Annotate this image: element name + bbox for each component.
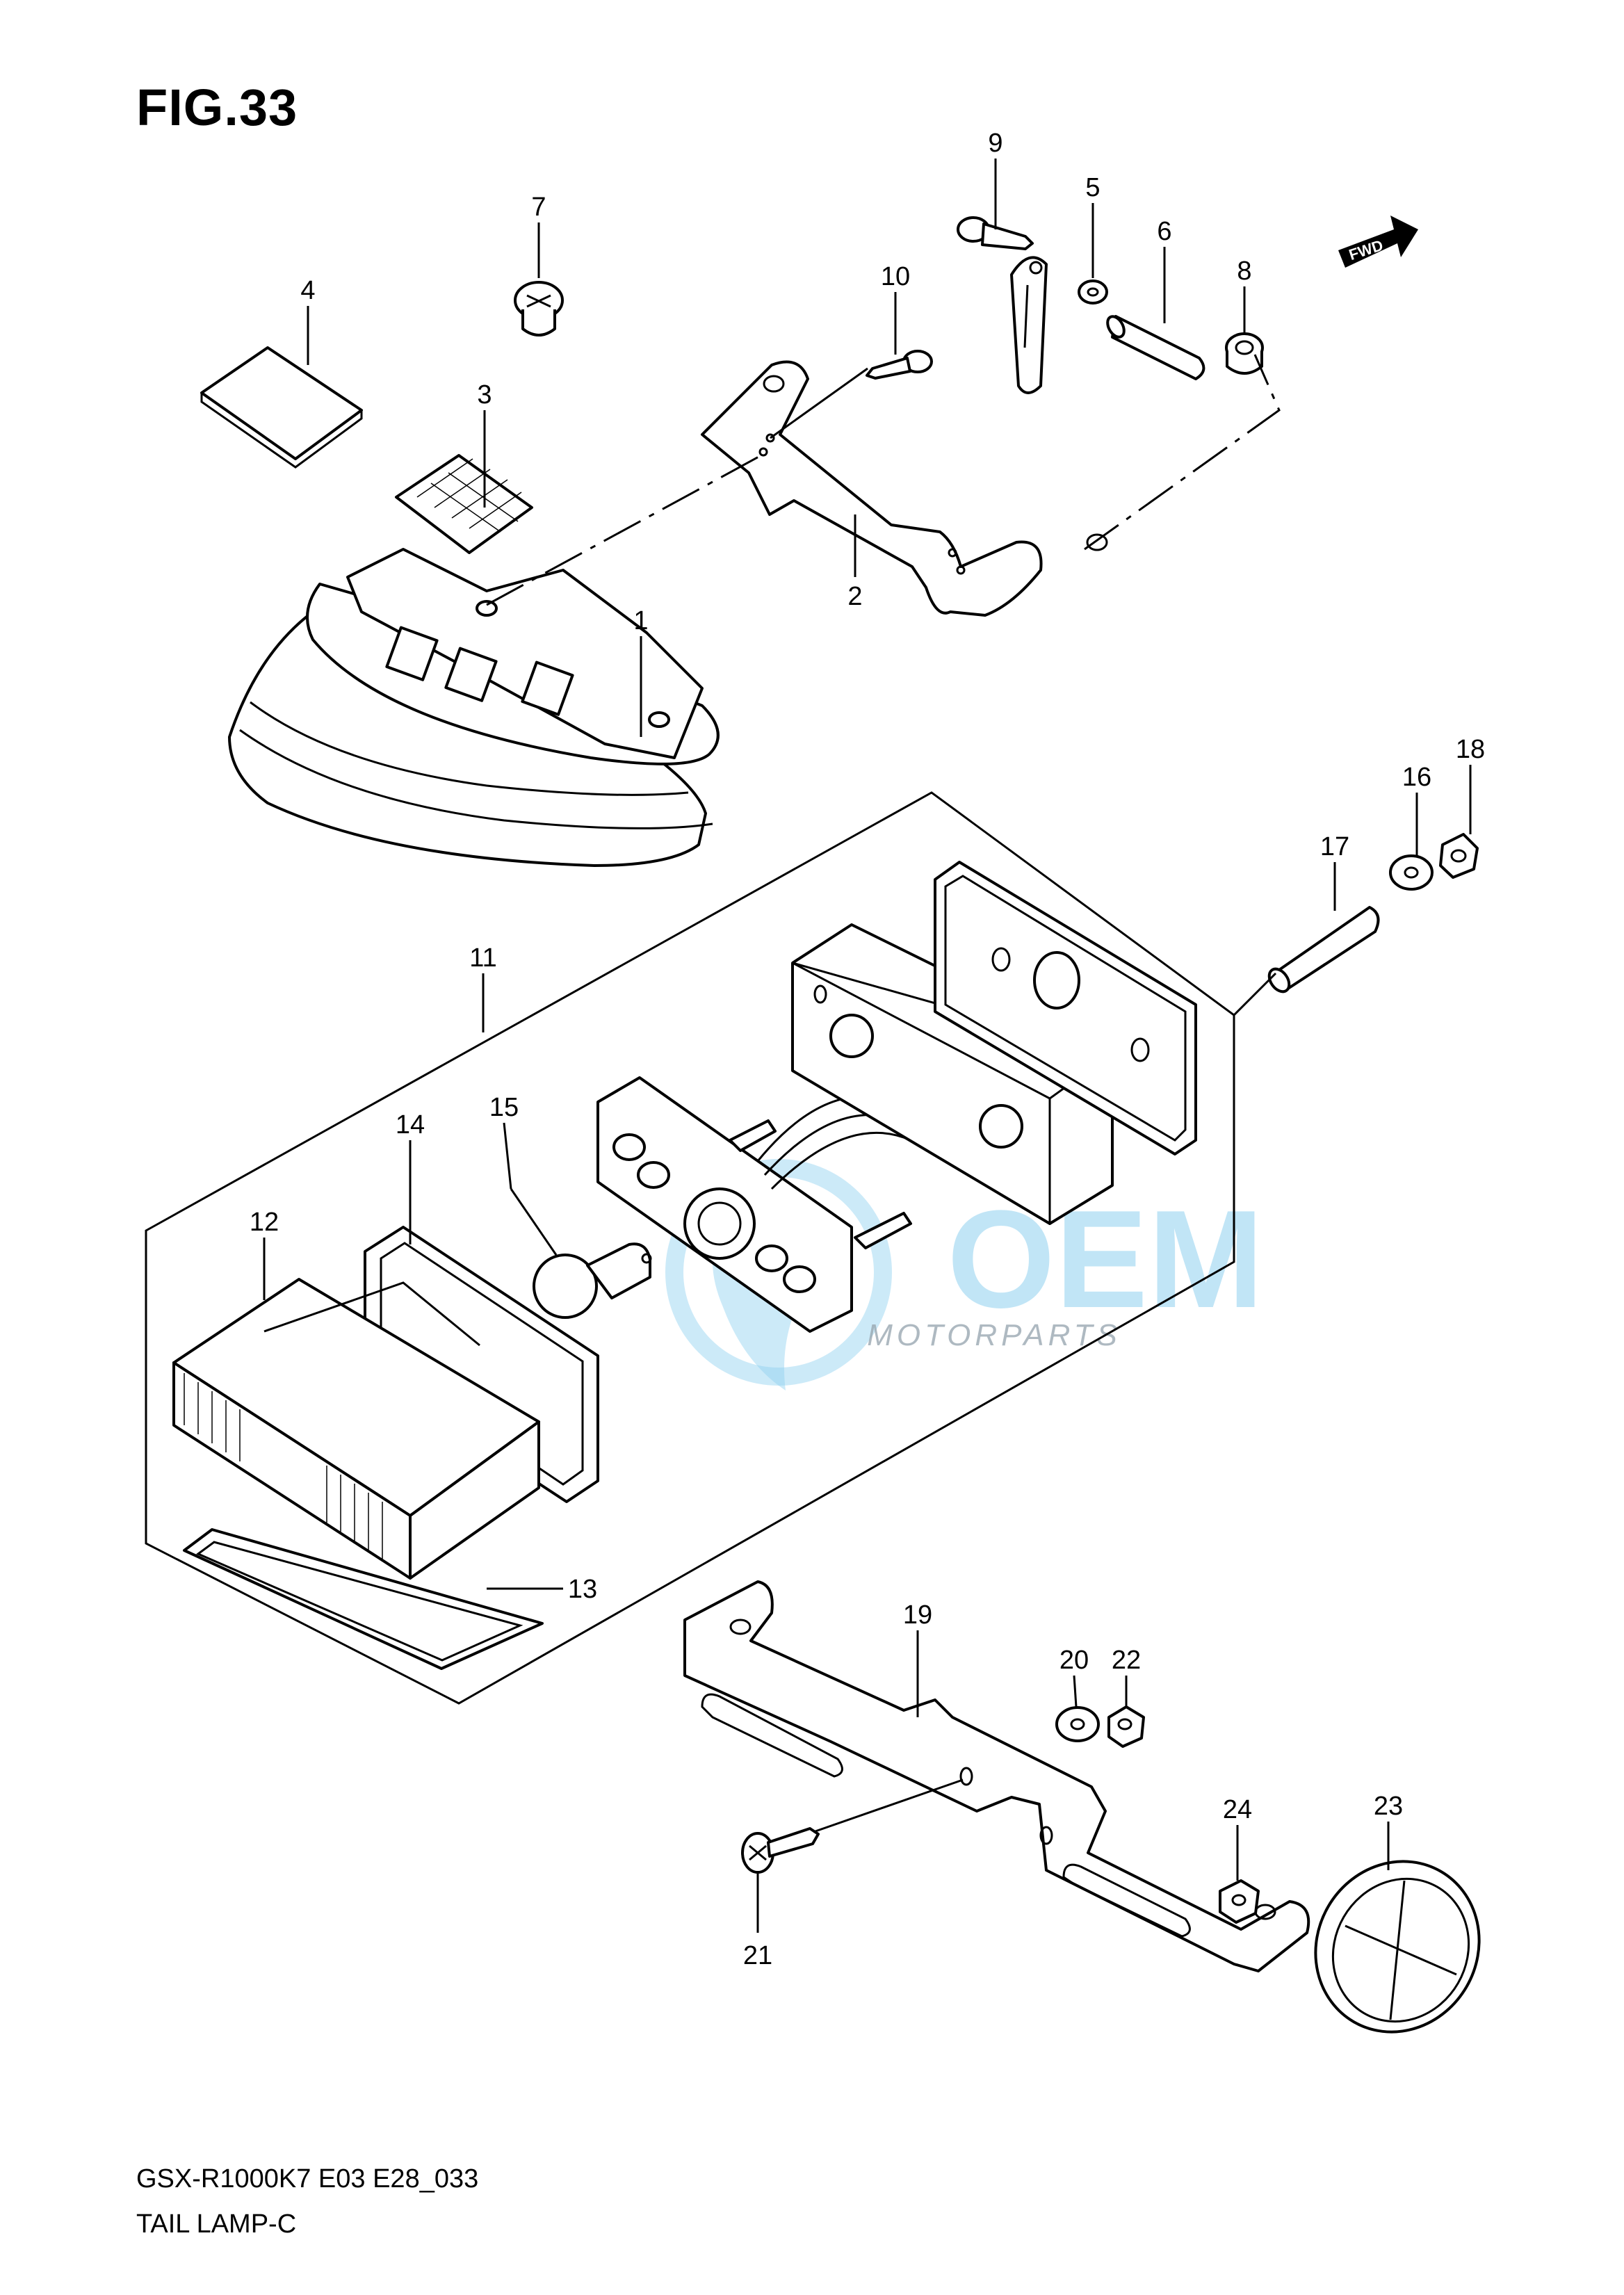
- fwd-arrow-icon: FWD: [1338, 216, 1418, 268]
- leader-lines: [263, 159, 1472, 1933]
- callout-9: 9: [988, 129, 1002, 158]
- center-line-stay: [1084, 354, 1281, 551]
- part-back-plate: [934, 861, 1197, 1155]
- callout-12: 12: [250, 1208, 279, 1237]
- part-5-washer: [1078, 279, 1108, 305]
- figure-title: FIG.33: [136, 79, 298, 136]
- part-1-tail-lamp: [228, 548, 720, 867]
- part-11-group-frame: [145, 791, 1235, 1705]
- callout-2: 2: [847, 582, 862, 611]
- part-12-lens: [172, 1278, 540, 1580]
- callout-11: 11: [469, 943, 496, 973]
- part-10-screw: [866, 350, 933, 380]
- callout-17: 17: [1320, 832, 1349, 861]
- fwd-label: FWD: [1347, 236, 1385, 263]
- callout-16: 16: [1402, 763, 1431, 792]
- screw-guide-line: [770, 367, 868, 439]
- callout-8: 8: [1237, 257, 1251, 286]
- callouts: 4 7 3 9 10 5 6 8 2 1 11 12 14 15 13 17 1…: [250, 129, 1485, 1970]
- part-socket-assembly: [596, 1076, 943, 1333]
- part-23-cap: [1314, 1860, 1481, 2034]
- figure-name: TAIL LAMP-C: [136, 2209, 297, 2239]
- part-20-washer: [1055, 1706, 1100, 1742]
- watermark-sub: MOTORPARTS: [867, 1318, 1121, 1352]
- part-13-gasket: [183, 1528, 544, 1670]
- part-21-screw: [741, 1827, 820, 1874]
- callout-23: 23: [1374, 1792, 1403, 1821]
- part-24-nut: [1219, 1879, 1260, 1924]
- callout-3: 3: [477, 380, 492, 409]
- part-3-reflector-pad: [395, 454, 533, 554]
- part-6-collar: [1106, 315, 1205, 380]
- leader-17-assembly: [1233, 972, 1277, 1016]
- watermark-brand: OEM: [947, 1182, 1264, 1337]
- callout-22: 22: [1112, 1646, 1141, 1675]
- part-7-grommet: [514, 281, 564, 336]
- screw-guide-lower: [813, 1778, 964, 1833]
- callout-10: 10: [881, 262, 910, 291]
- callout-5: 5: [1085, 173, 1100, 202]
- callout-24: 24: [1223, 1795, 1252, 1824]
- part-9-screw: [957, 216, 1034, 250]
- part-22-nut: [1107, 1705, 1145, 1748]
- callout-18: 18: [1456, 735, 1485, 764]
- callout-14: 14: [396, 1110, 425, 1140]
- part-18-nut: [1439, 833, 1479, 879]
- callout-15: 15: [489, 1093, 519, 1122]
- callout-19: 19: [903, 1600, 932, 1630]
- part-4-plate: [200, 346, 363, 469]
- callout-21: 21: [743, 1941, 772, 1970]
- part-17-collar: [1267, 906, 1380, 994]
- part-8-bushing: [1225, 332, 1264, 375]
- part-15-bulb: [533, 1242, 652, 1319]
- part-19-license-bracket: [683, 1580, 1310, 1972]
- part-16-washer: [1389, 854, 1434, 891]
- figure-model-code: GSX-R1000K7 E03 E28_033: [136, 2164, 479, 2193]
- part-2-bracket: [701, 360, 1108, 617]
- callout-4: 4: [300, 276, 315, 305]
- callout-1: 1: [633, 606, 648, 635]
- center-line-upper: [486, 454, 762, 606]
- callout-6: 6: [1157, 217, 1171, 246]
- callout-20: 20: [1059, 1646, 1089, 1675]
- callout-7: 7: [531, 193, 546, 222]
- part-stay-clip: [1010, 256, 1048, 394]
- callout-13: 13: [568, 1575, 597, 1604]
